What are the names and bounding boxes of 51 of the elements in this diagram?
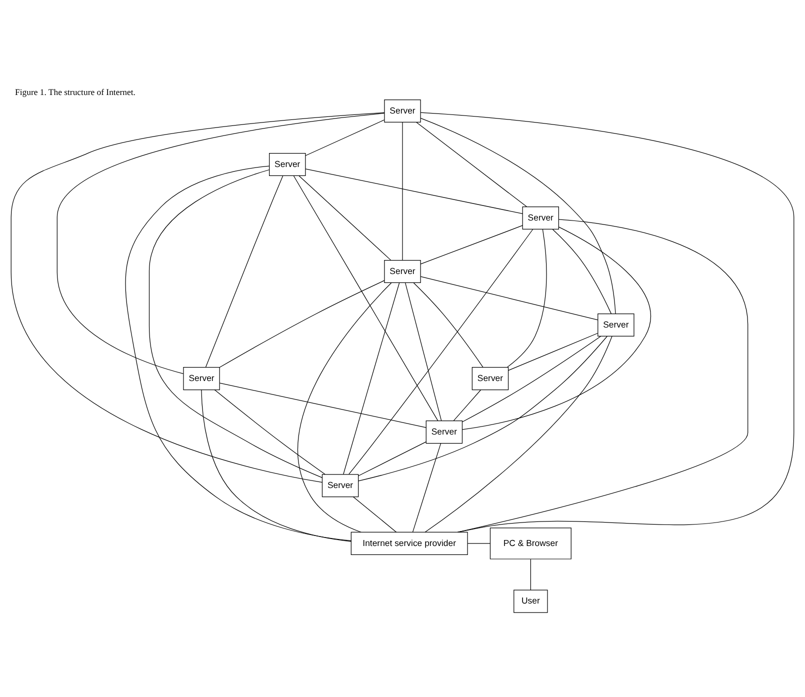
connector — [424, 336, 612, 532]
connector — [405, 282, 442, 421]
connector — [420, 224, 523, 264]
node-box: Server — [598, 313, 634, 336]
node-box: PC & Browser — [490, 527, 572, 559]
connector — [201, 389, 352, 542]
connector — [530, 558, 531, 590]
connector — [402, 122, 403, 260]
connector — [293, 174, 438, 421]
node-box: Server — [269, 152, 306, 176]
caption: Figure 1. The structure of Internet. — [14, 86, 136, 96]
connector — [420, 276, 598, 320]
node-box: Server — [384, 260, 421, 283]
connector — [453, 389, 481, 421]
node-box: Server — [384, 99, 421, 122]
connector — [416, 122, 528, 207]
connector — [420, 117, 616, 314]
connector — [10, 112, 385, 482]
connector — [205, 174, 284, 368]
connector — [462, 226, 651, 430]
node-box: User — [514, 589, 548, 612]
connector — [298, 282, 392, 532]
connector — [343, 282, 400, 474]
connector — [352, 496, 397, 532]
connector — [420, 112, 794, 532]
connector — [305, 119, 385, 156]
connector — [552, 228, 612, 314]
connector — [219, 382, 426, 428]
node-box: Server — [183, 366, 220, 390]
connector — [358, 440, 426, 476]
connector — [219, 280, 385, 368]
node-box: Server — [522, 206, 559, 230]
connector — [506, 228, 547, 368]
connector — [508, 332, 598, 370]
connector — [358, 336, 608, 481]
connector — [457, 218, 748, 532]
connector — [412, 442, 442, 532]
node-box: Server — [472, 366, 509, 390]
connector — [125, 165, 352, 541]
connector — [298, 175, 392, 260]
connector — [413, 282, 484, 367]
node-box: Internet service provider — [350, 531, 468, 554]
connector — [348, 228, 534, 474]
node-box: Server — [426, 420, 463, 444]
node-box: Server — [322, 474, 359, 497]
connector — [462, 335, 602, 422]
connector — [56, 112, 385, 374]
connector — [305, 168, 523, 214]
connector — [467, 542, 490, 544]
connector — [214, 389, 326, 474]
connector — [148, 168, 322, 478]
